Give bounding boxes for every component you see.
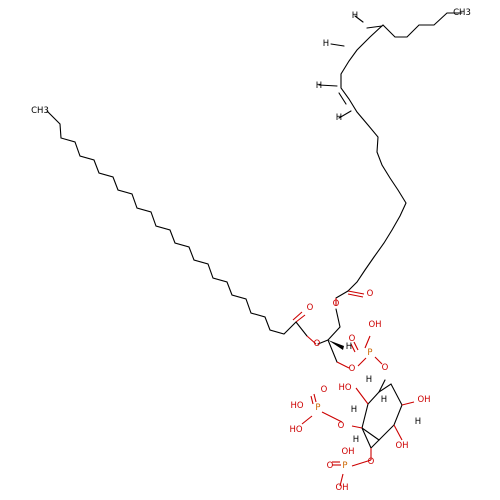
atom-oh: OH bbox=[341, 447, 354, 457]
atom-h: H bbox=[346, 342, 352, 352]
atom-ch3-top: CH3 bbox=[453, 8, 471, 18]
atom-oh: OH bbox=[395, 441, 408, 451]
atom-o: O bbox=[349, 364, 356, 374]
atom-oh: OH bbox=[368, 320, 381, 330]
atom-o: O bbox=[333, 299, 340, 309]
atom-o: O bbox=[338, 421, 345, 431]
stearoyl-chain bbox=[46, 110, 297, 335]
atom-ho: HO bbox=[289, 425, 302, 435]
atom-h: H bbox=[323, 39, 329, 49]
atom-h: H bbox=[352, 11, 358, 21]
atom-h: H bbox=[381, 395, 387, 405]
atom-o: O bbox=[314, 339, 321, 349]
atom-h: H bbox=[415, 417, 421, 427]
atom-h: H bbox=[336, 113, 342, 123]
atom-h: H bbox=[351, 405, 357, 415]
atom-o: O bbox=[367, 289, 374, 299]
atom-o: O bbox=[368, 457, 375, 467]
atom-o: O bbox=[349, 334, 356, 344]
atom-o: O bbox=[321, 385, 328, 395]
linoleoyl-chain bbox=[318, 12, 463, 292]
atom-h: H bbox=[366, 375, 372, 385]
atom-o: O bbox=[382, 363, 389, 373]
atom-h: H bbox=[353, 435, 359, 445]
atom-p: P bbox=[367, 348, 372, 358]
atom-h: H bbox=[316, 81, 322, 91]
atom-p: P bbox=[342, 461, 347, 471]
atom-o: O bbox=[307, 303, 314, 313]
atom-ho: HO bbox=[290, 401, 303, 411]
atom-ch3-left: CH3 bbox=[31, 106, 49, 116]
atom-o: O bbox=[327, 461, 334, 471]
atom-ho: HO bbox=[338, 383, 351, 393]
inositol-ring bbox=[361, 379, 403, 449]
atom-oh: OH bbox=[335, 483, 348, 493]
atom-p: P bbox=[315, 403, 320, 413]
atom-oh: OH bbox=[417, 395, 430, 405]
